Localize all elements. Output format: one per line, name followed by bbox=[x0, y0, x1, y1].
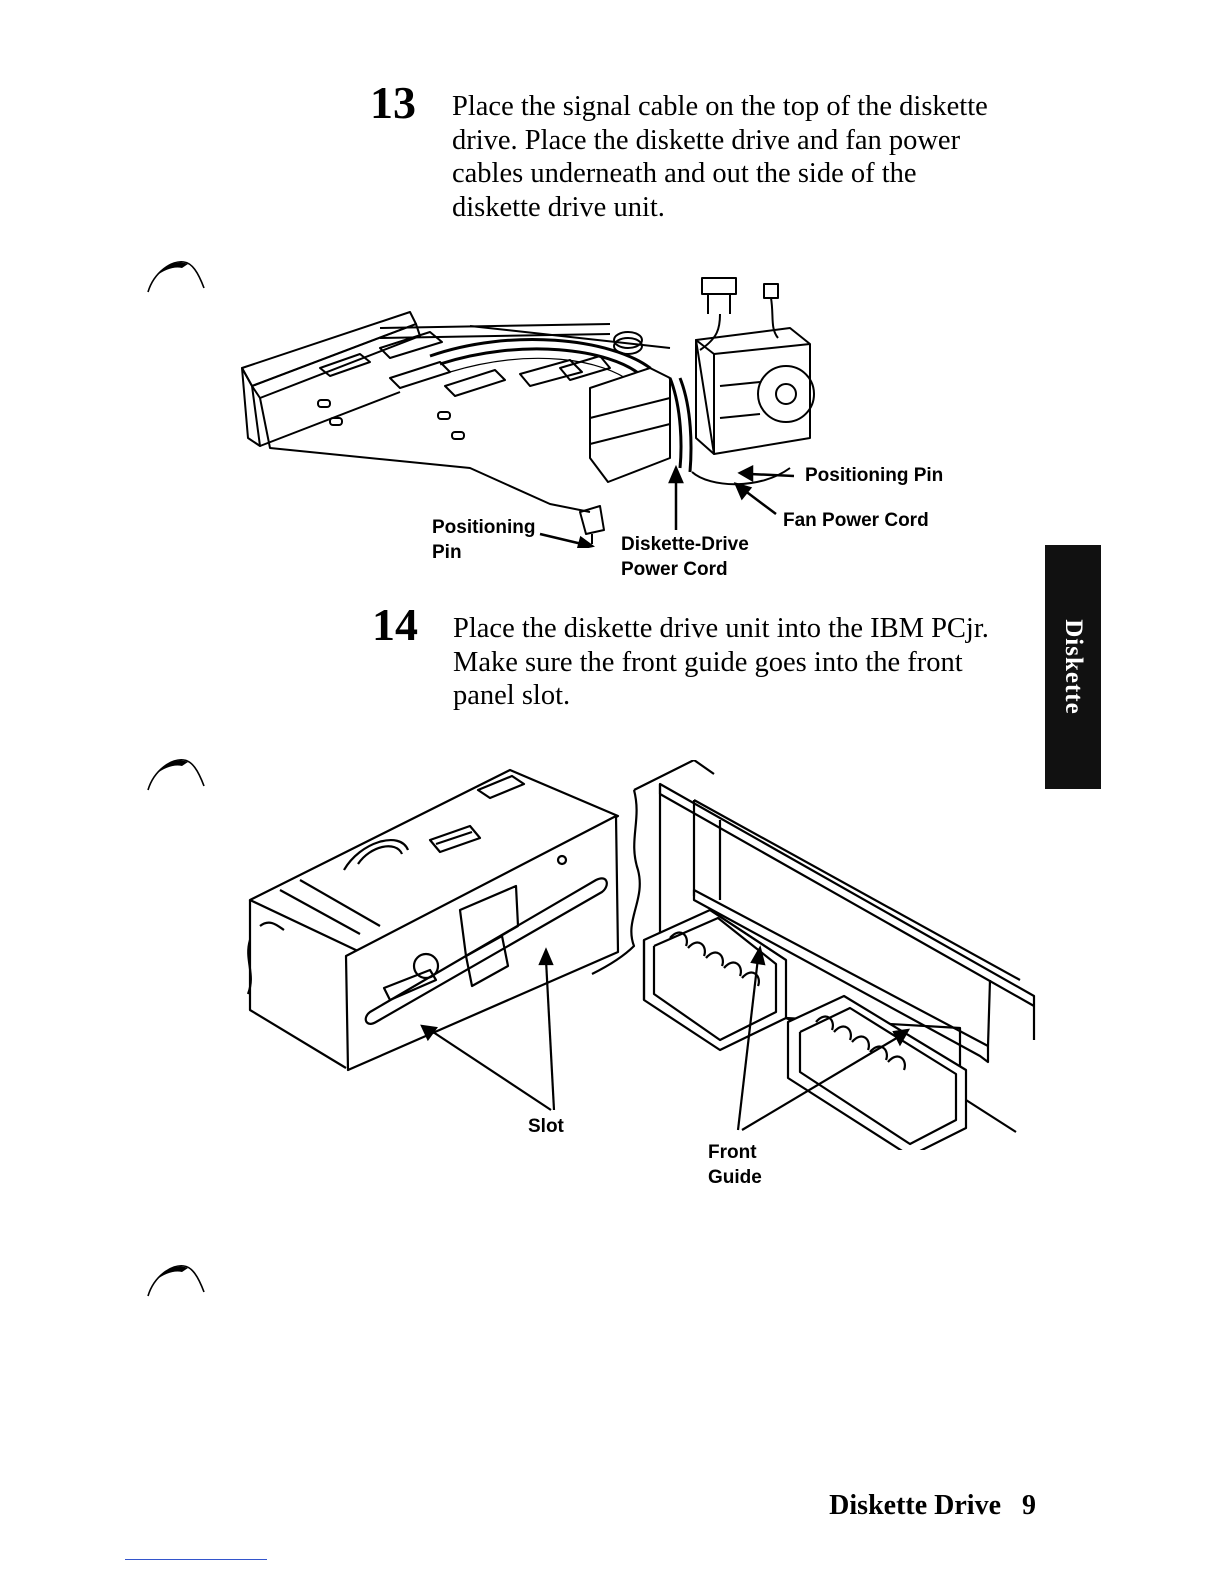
drive-installation-illustration bbox=[246, 760, 1036, 1150]
step-13-line-1: Place the signal cable on the top of the… bbox=[452, 91, 988, 122]
step-13-line-3: cables underneath and out the side of th… bbox=[452, 158, 917, 189]
section-tab: Diskette bbox=[1045, 545, 1101, 789]
callout-positioning-pin-left: Positioning Pin bbox=[432, 515, 535, 565]
footer-section-title: Diskette Drive bbox=[829, 1490, 1001, 1521]
callout-diskette-power-line-2: Power Cord bbox=[621, 559, 728, 580]
margin-mark-2 bbox=[147, 759, 205, 791]
callout-positioning-pin-right: Positioning Pin bbox=[805, 465, 944, 486]
margin-mark-1 bbox=[147, 261, 205, 293]
callout-front-guide-line-1: Front bbox=[708, 1142, 757, 1163]
callout-fan-power-cord: Fan Power Cord bbox=[783, 510, 929, 531]
margin-mark-3 bbox=[147, 1265, 205, 1297]
step-13-text: Place the signal cable on the top of the… bbox=[452, 90, 1052, 224]
callout-diskette-drive-power-cord: Diskette-Drive Power Cord bbox=[621, 532, 749, 582]
callout-positioning-pin-left-line-1: Positioning bbox=[432, 517, 536, 538]
step-13-line-2: drive. Place the diskette drive and fan … bbox=[452, 124, 961, 156]
step-14-line-3: panel slot. bbox=[453, 680, 571, 711]
step-14-line-1: Place the diskette drive unit into the I… bbox=[453, 613, 989, 644]
callout-front-guide-line-2: Guide bbox=[708, 1167, 762, 1188]
step-14-line-2: Make sure the front guide goes into the … bbox=[453, 646, 963, 678]
step-14-text: Place the diskette drive unit into the I… bbox=[453, 612, 1053, 713]
callout-positioning-pin-left-line-2: Pin bbox=[432, 542, 462, 563]
section-tab-label: Diskette bbox=[1060, 619, 1087, 715]
bottom-rule bbox=[125, 1559, 267, 1560]
footer-page-number: 9 bbox=[1022, 1490, 1036, 1521]
callout-slot: Slot bbox=[528, 1116, 564, 1137]
page-footer: Diskette Drive 9 bbox=[829, 1490, 1036, 1522]
step-13-number: 13 bbox=[370, 77, 416, 128]
callout-diskette-power-line-1: Diskette-Drive bbox=[621, 534, 749, 555]
step-13-line-4: diskette drive unit. bbox=[452, 191, 665, 223]
callout-front-guide: Front Guide bbox=[708, 1140, 762, 1190]
step-14-number: 14 bbox=[372, 599, 418, 650]
diskette-drive-cable-illustration bbox=[241, 277, 815, 548]
